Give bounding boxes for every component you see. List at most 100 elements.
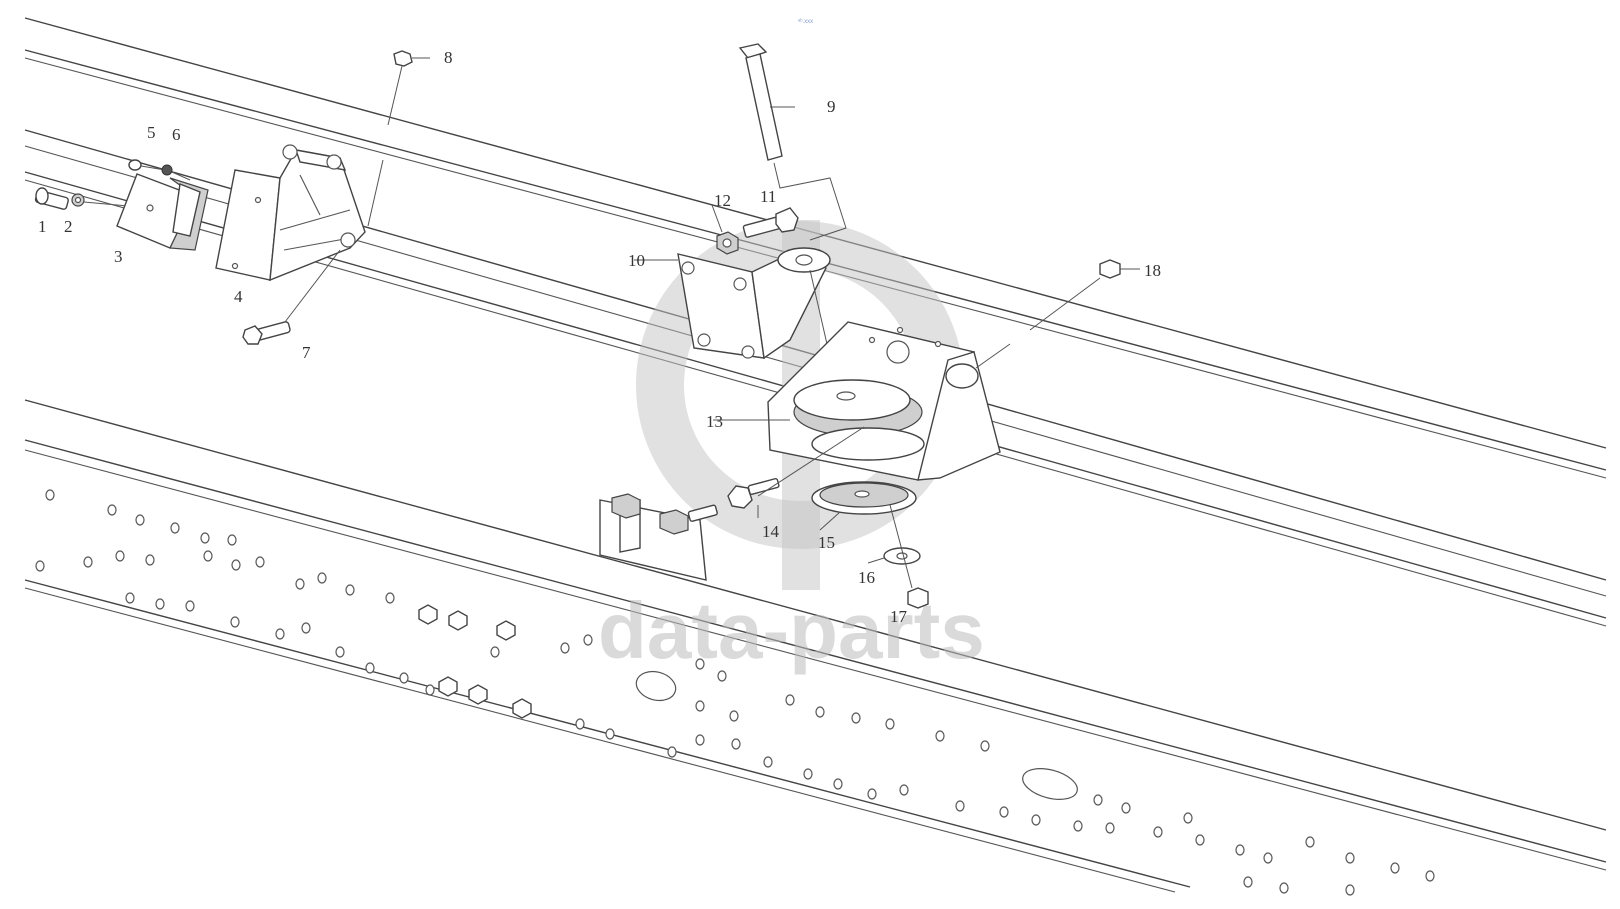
rail-hole: [1105, 822, 1115, 834]
rail-hole: [899, 784, 909, 796]
bolt-part-1: [34, 187, 69, 210]
rail-hole: [35, 560, 45, 572]
rail-hole: [1345, 852, 1355, 864]
nut-part-12: [716, 231, 739, 255]
pin-part-5: [128, 159, 142, 171]
callout-13: 13: [706, 412, 723, 431]
rail-hole: [763, 756, 773, 768]
rail-hole: [729, 710, 739, 722]
rail-hole: [230, 616, 240, 628]
lower-frame-rail: [24, 399, 1607, 896]
frame-bracket: [599, 493, 718, 581]
callout-1: 1: [38, 217, 47, 236]
rail-hole: [695, 734, 705, 746]
callout-numbers: 1 2 3 4 5 6 7 8 9 10 11 12 13 14 15 16 1…: [38, 48, 1161, 626]
nut-part-8: [393, 50, 413, 67]
rail-hole: [583, 634, 593, 646]
rail-hole: [1093, 794, 1103, 806]
rail-hole: [1153, 826, 1163, 838]
bolt-part-7: [242, 321, 291, 345]
callout-8: 8: [444, 48, 453, 67]
rail-hole: [851, 712, 861, 724]
rail-hole: [731, 738, 741, 750]
callout-18: 18: [1144, 261, 1161, 280]
callout-4: 4: [234, 287, 243, 306]
rail-hole: [275, 628, 285, 640]
rivet-nut: [468, 684, 488, 705]
rail-hole: [83, 556, 93, 568]
rail-hole: [803, 768, 813, 780]
rail-hole: [1195, 834, 1205, 846]
callout-14: 14: [762, 522, 780, 541]
callout-5: 5: [147, 123, 156, 142]
rail-hole: [833, 778, 843, 790]
rail-hole: [560, 642, 570, 654]
callout-16: 16: [858, 568, 875, 587]
rail-hole: [955, 800, 965, 812]
rail-hole: [155, 598, 165, 610]
rail-hole: [999, 806, 1009, 818]
cup-part-15: [811, 481, 917, 515]
rail-hole: [385, 592, 395, 604]
rail-hole: [1183, 812, 1193, 824]
rail-hole: [107, 504, 117, 516]
corner-mark: ᵃᵇ.xxx: [798, 18, 813, 25]
rivet-cluster: [418, 604, 532, 719]
rivet-nut: [496, 620, 516, 641]
rail-hole: [575, 718, 585, 730]
rail-hole: [227, 534, 237, 546]
rail-hole: [717, 670, 727, 682]
rail-hole: [345, 584, 355, 596]
rail-hole: [317, 572, 327, 584]
rail-hole: [1031, 814, 1041, 826]
rail-hole: [1425, 870, 1435, 882]
callout-11: 11: [760, 187, 776, 206]
rail-hole: [1073, 820, 1083, 832]
rail-hole: [185, 600, 195, 612]
rivet-nut: [512, 698, 532, 719]
engine-mount-part-13: [767, 321, 1001, 481]
rail-hole: [170, 522, 180, 534]
rail-hole: [425, 684, 435, 696]
callout-3: 3: [114, 247, 123, 266]
rail-hole: [695, 700, 705, 712]
rail-hole: [295, 578, 305, 590]
rail-hole: [1243, 876, 1253, 888]
rail-hole: [335, 646, 345, 658]
callout-6: 6: [172, 125, 181, 144]
rivet-nut: [438, 676, 458, 697]
rail-hole: [1279, 882, 1289, 894]
rail-hole: [1305, 836, 1315, 848]
nut-part-17: [907, 587, 929, 609]
rail-hole: [1121, 802, 1131, 814]
rail-holes: [35, 489, 1435, 896]
callout-7: 7: [302, 343, 311, 362]
callout-10: 10: [628, 251, 645, 270]
rail-hole: [815, 706, 825, 718]
rail-hole: [200, 532, 210, 544]
bracket-part-10: [677, 247, 831, 360]
rail-hole: [935, 730, 945, 742]
rail-hole: [1390, 862, 1400, 874]
rail-hole: [695, 658, 705, 670]
pad-part-3: [116, 173, 209, 251]
rail-hole: [115, 550, 125, 562]
rail-hole: [145, 554, 155, 566]
nut-part-6: [161, 164, 173, 176]
rail-hole: [231, 559, 241, 571]
callout-17: 17: [890, 607, 908, 626]
rail-hole: [785, 694, 795, 706]
rail-hole: [135, 514, 145, 526]
rail-hole: [490, 646, 500, 658]
rail-slot: [1022, 768, 1078, 800]
rail-hole: [1345, 884, 1355, 896]
bolt-part-11: [742, 207, 799, 238]
bolt-part-9: [738, 43, 783, 161]
washer-part-16: [883, 547, 921, 565]
left-mount-assembly: [34, 50, 430, 345]
rail-hole: [125, 592, 135, 604]
rail-hole: [399, 672, 409, 684]
rail-hole: [1263, 852, 1273, 864]
rail-hole: [667, 746, 677, 758]
